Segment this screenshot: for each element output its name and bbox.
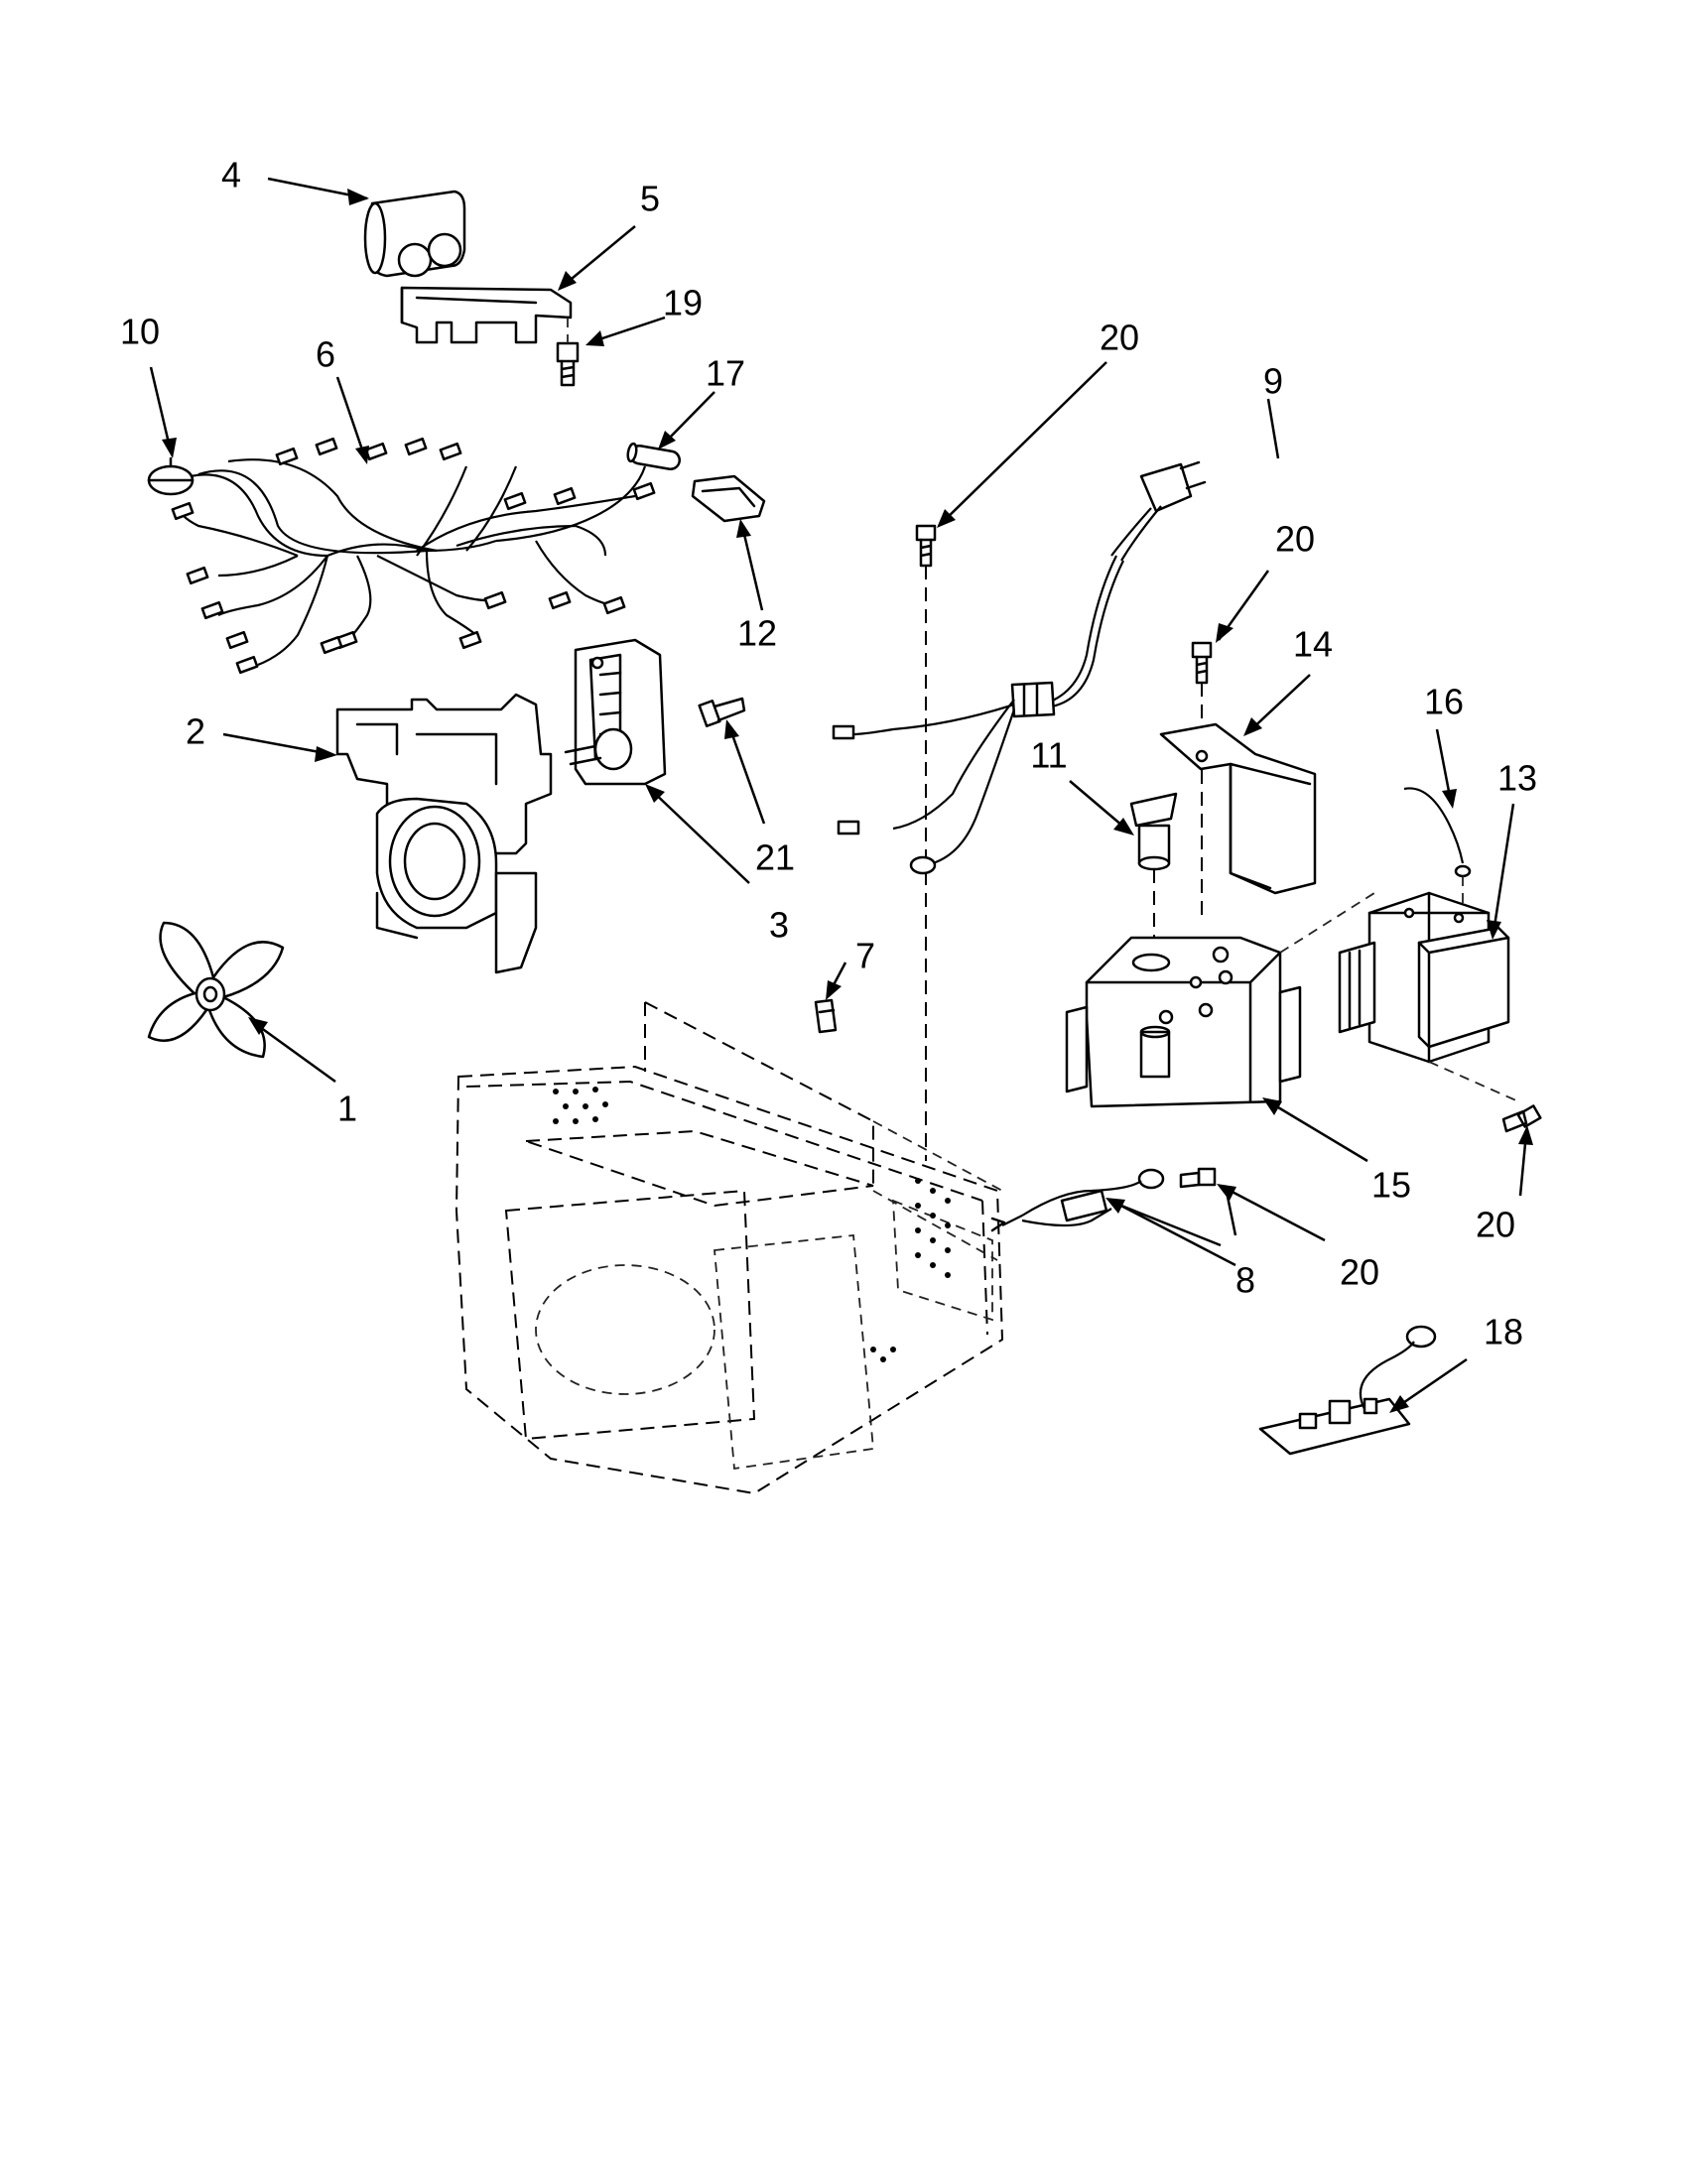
callout-4: 4 xyxy=(221,155,241,195)
callout-7: 7 xyxy=(855,936,875,976)
vent-holes xyxy=(553,1087,951,1362)
fuse-holder-part[interactable] xyxy=(691,474,766,523)
screw-part[interactable] xyxy=(556,318,580,387)
callout-1: 1 xyxy=(337,1089,357,1129)
bracket-screw-part[interactable] xyxy=(1191,641,1213,918)
callout-11: 11 xyxy=(1030,735,1067,776)
callout-18: 18 xyxy=(1484,1312,1523,1352)
callout-16: 16 xyxy=(1424,682,1464,722)
noise-filter-part[interactable] xyxy=(990,1168,1165,1232)
transformer-housing-part[interactable] xyxy=(1065,892,1375,1108)
callout-8: 8 xyxy=(1235,1260,1255,1301)
callout-20-top: 20 xyxy=(1100,318,1139,358)
motor-screw-part[interactable] xyxy=(698,697,746,727)
callout-5: 5 xyxy=(640,179,660,219)
callout-10: 10 xyxy=(120,312,160,352)
mounting-bracket-part[interactable] xyxy=(1159,722,1317,895)
callout-labels: 4 5 19 10 6 17 12 20 9 20 14 16 13 11 2 … xyxy=(120,155,1537,1352)
circuit-board-part[interactable] xyxy=(1258,1325,1437,1456)
fuse-part[interactable] xyxy=(626,442,682,471)
wire-harness-part[interactable] xyxy=(171,437,656,675)
cabinet-outline xyxy=(454,1001,1004,1495)
capacitor-bracket-part[interactable] xyxy=(400,286,573,344)
diode-part[interactable] xyxy=(1129,792,1178,943)
callout-13: 13 xyxy=(1497,758,1537,799)
callout-2: 2 xyxy=(186,711,205,752)
fan-motor-part[interactable] xyxy=(564,638,667,786)
fan-blade-part[interactable] xyxy=(147,921,285,1059)
callout-19: 19 xyxy=(663,283,703,323)
callout-9: 9 xyxy=(1263,361,1283,402)
callout-6: 6 xyxy=(316,334,335,375)
transformer-screw-part[interactable] xyxy=(1501,1104,1542,1133)
callout-12: 12 xyxy=(737,613,777,654)
callout-20-bracket: 20 xyxy=(1275,519,1315,560)
callout-20-right: 20 xyxy=(1476,1205,1515,1245)
ground-screw-part[interactable] xyxy=(915,524,937,1161)
callout-21: 21 xyxy=(755,837,795,878)
callout-15: 15 xyxy=(1371,1165,1411,1206)
capacitor-part[interactable] xyxy=(363,190,466,278)
callout-17: 17 xyxy=(706,353,745,394)
thermal-cutout-part[interactable] xyxy=(147,456,195,496)
callout-14: 14 xyxy=(1293,624,1333,665)
small-clip-part[interactable] xyxy=(814,998,838,1034)
fan-housing-part[interactable] xyxy=(335,693,553,974)
filter-screw-part[interactable] xyxy=(1179,1167,1217,1189)
callout-20-filter: 20 xyxy=(1340,1252,1379,1293)
transformer-part[interactable] xyxy=(1338,891,1519,1102)
power-cord-part[interactable] xyxy=(832,460,1207,875)
callout-3: 3 xyxy=(769,905,789,946)
leader-lines xyxy=(149,177,1533,1413)
